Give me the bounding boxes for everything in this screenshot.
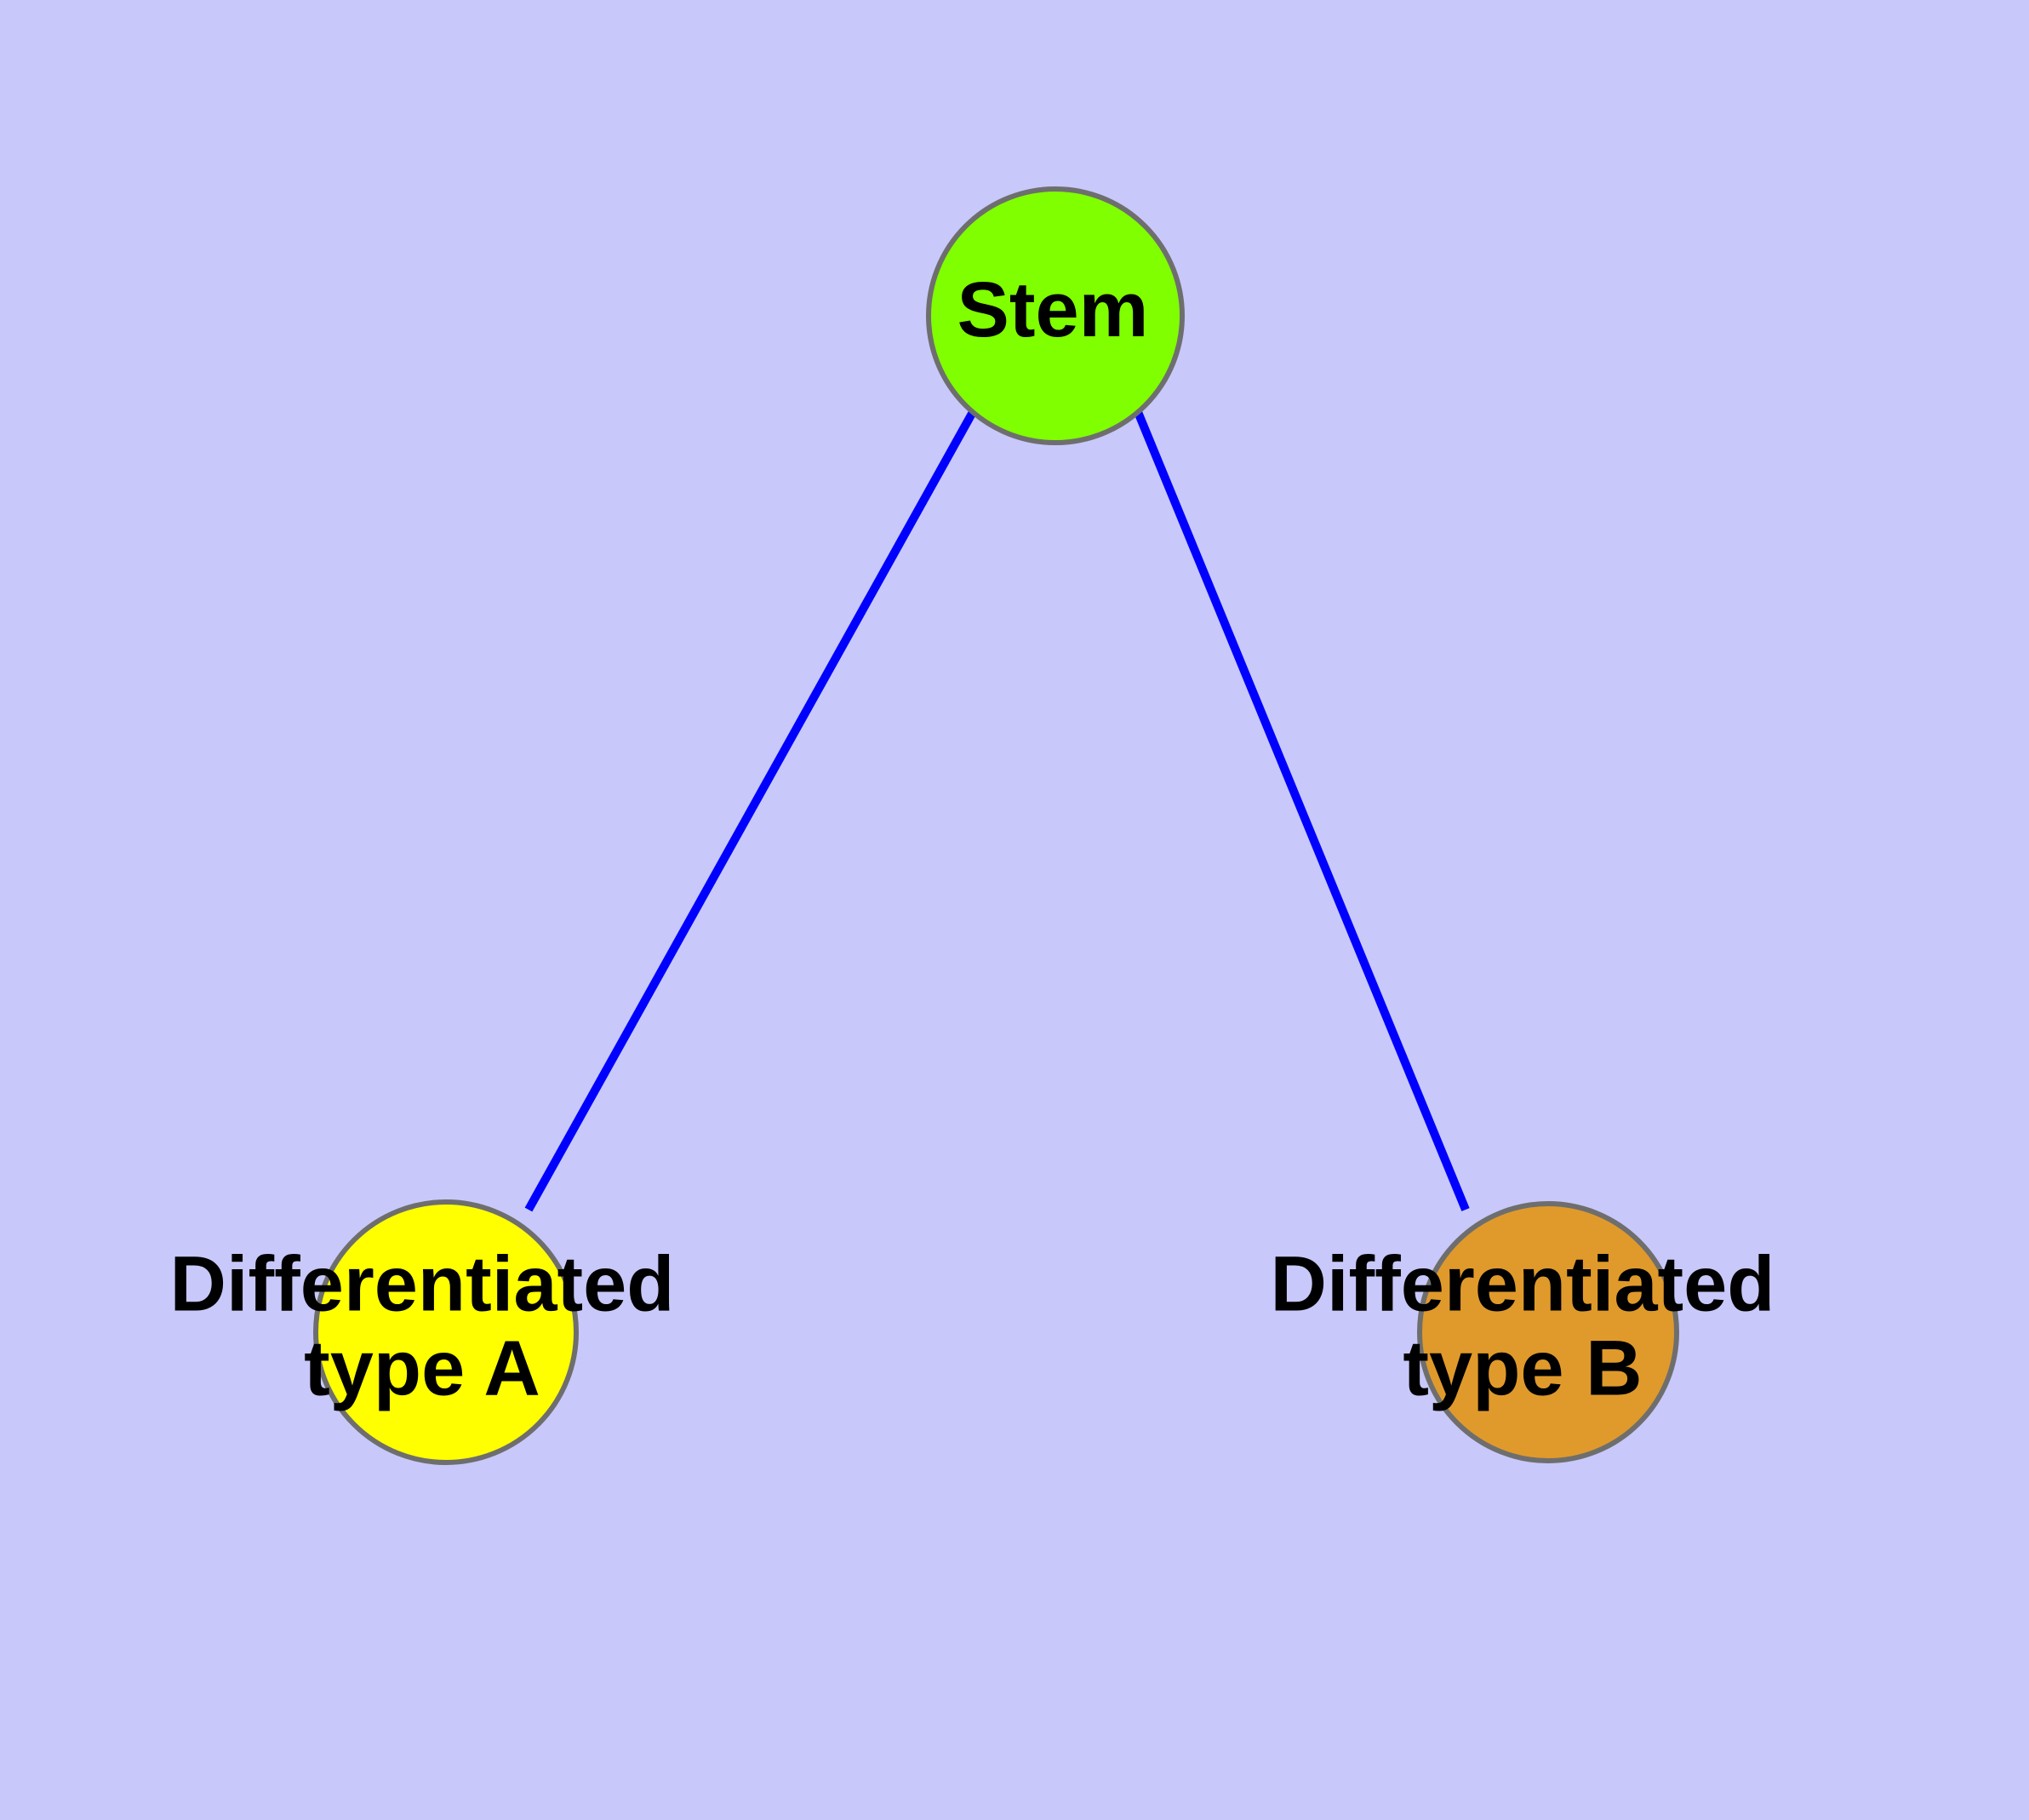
node-label-line: type B bbox=[1403, 1325, 1642, 1412]
node-label-line: Differentiated bbox=[1271, 1241, 1775, 1328]
edge-stem-to-differentiated-type-b[interactable] bbox=[1134, 410, 1470, 1211]
node-label-line: type A bbox=[304, 1325, 540, 1412]
node-label-stem: Stem bbox=[957, 266, 1149, 353]
node-stem[interactable] bbox=[926, 186, 1185, 445]
nodes-layer bbox=[313, 186, 1679, 1465]
edges-layer bbox=[524, 409, 1470, 1212]
node-label-line: Stem bbox=[957, 266, 1149, 353]
node-differentiated-type-b[interactable] bbox=[1417, 1201, 1679, 1463]
edge-stem-to-differentiated-type-a[interactable] bbox=[524, 409, 977, 1212]
node-differentiated-type-a[interactable] bbox=[313, 1199, 579, 1465]
node-label-line: Differentiated bbox=[170, 1241, 675, 1328]
